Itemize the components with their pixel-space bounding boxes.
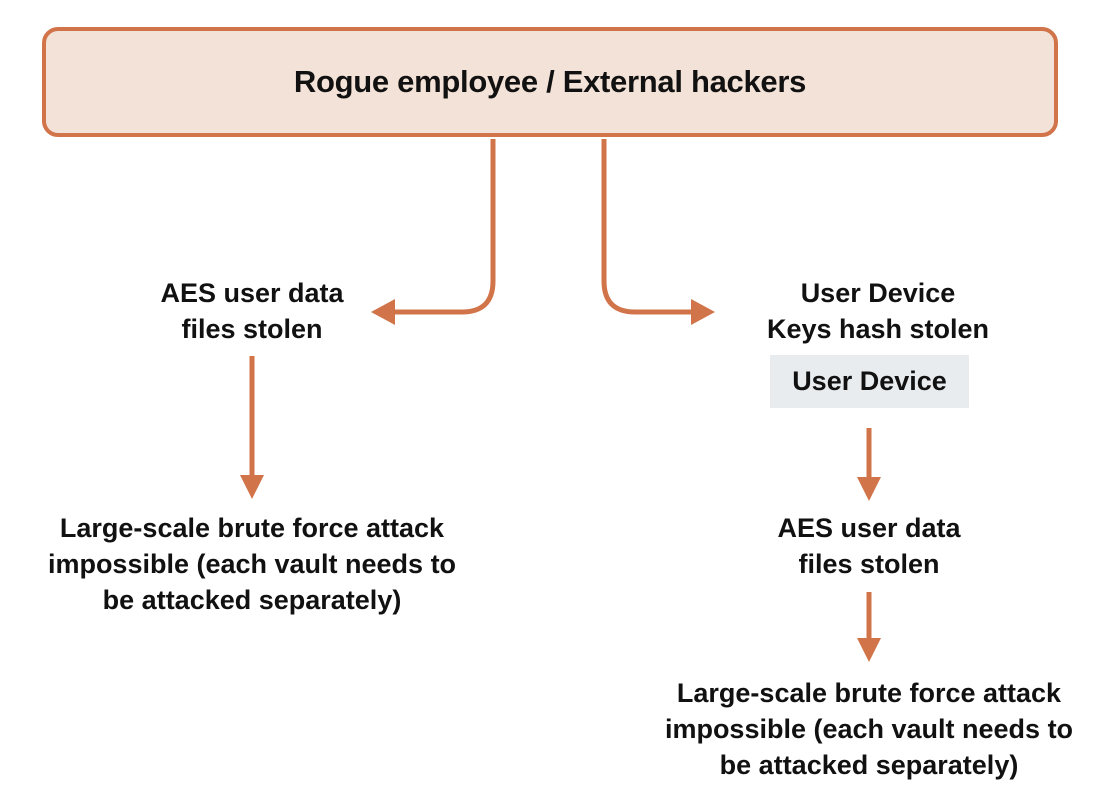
left-result-line3: be attacked separately) [102,585,402,615]
left-result-label: Large-scale brute force attack impossibl… [22,510,482,618]
right-aes-stolen-label: AES user data files stolen [749,510,989,582]
arrowhead-right-branch [691,299,715,325]
arrowhead-device-aes [857,477,881,501]
right-aes-stolen-line1: AES user data [777,513,961,543]
left-result-line1: Large-scale brute force attack [59,513,445,543]
left-result-line2: impossible (each vault needs to [47,549,457,579]
right-aes-stolen-line2: files stolen [798,549,940,579]
user-device-tag-label: User Device [792,366,947,396]
right-keys-stolen-label: User Device Keys hash stolen [738,275,1018,347]
arrow-to-left-branch [393,139,496,315]
left-aes-stolen-line1: AES user data [160,278,344,308]
arrowhead-left-branch [371,299,395,325]
attacker-box: Rogue employee / External hackers [42,27,1058,137]
arrowhead-right-result [857,638,881,662]
right-result-line2: impossible (each vault needs to [664,714,1074,744]
left-aes-stolen-label: AES user data files stolen [132,275,372,347]
right-result-line3: be attacked separately) [719,750,1019,780]
left-aes-stolen-line2: files stolen [181,314,323,344]
arrowhead-left-result [240,475,264,499]
right-result-line1: Large-scale brute force attack [676,678,1062,708]
right-result-label: Large-scale brute force attack impossibl… [639,675,1099,783]
attacker-title: Rogue employee / External hackers [293,64,807,99]
user-device-tag: User Device [770,355,969,408]
arrow-to-right-branch [601,139,693,315]
right-keys-stolen-line2: Keys hash stolen [766,314,990,344]
right-keys-stolen-line1: User Device [800,278,956,308]
